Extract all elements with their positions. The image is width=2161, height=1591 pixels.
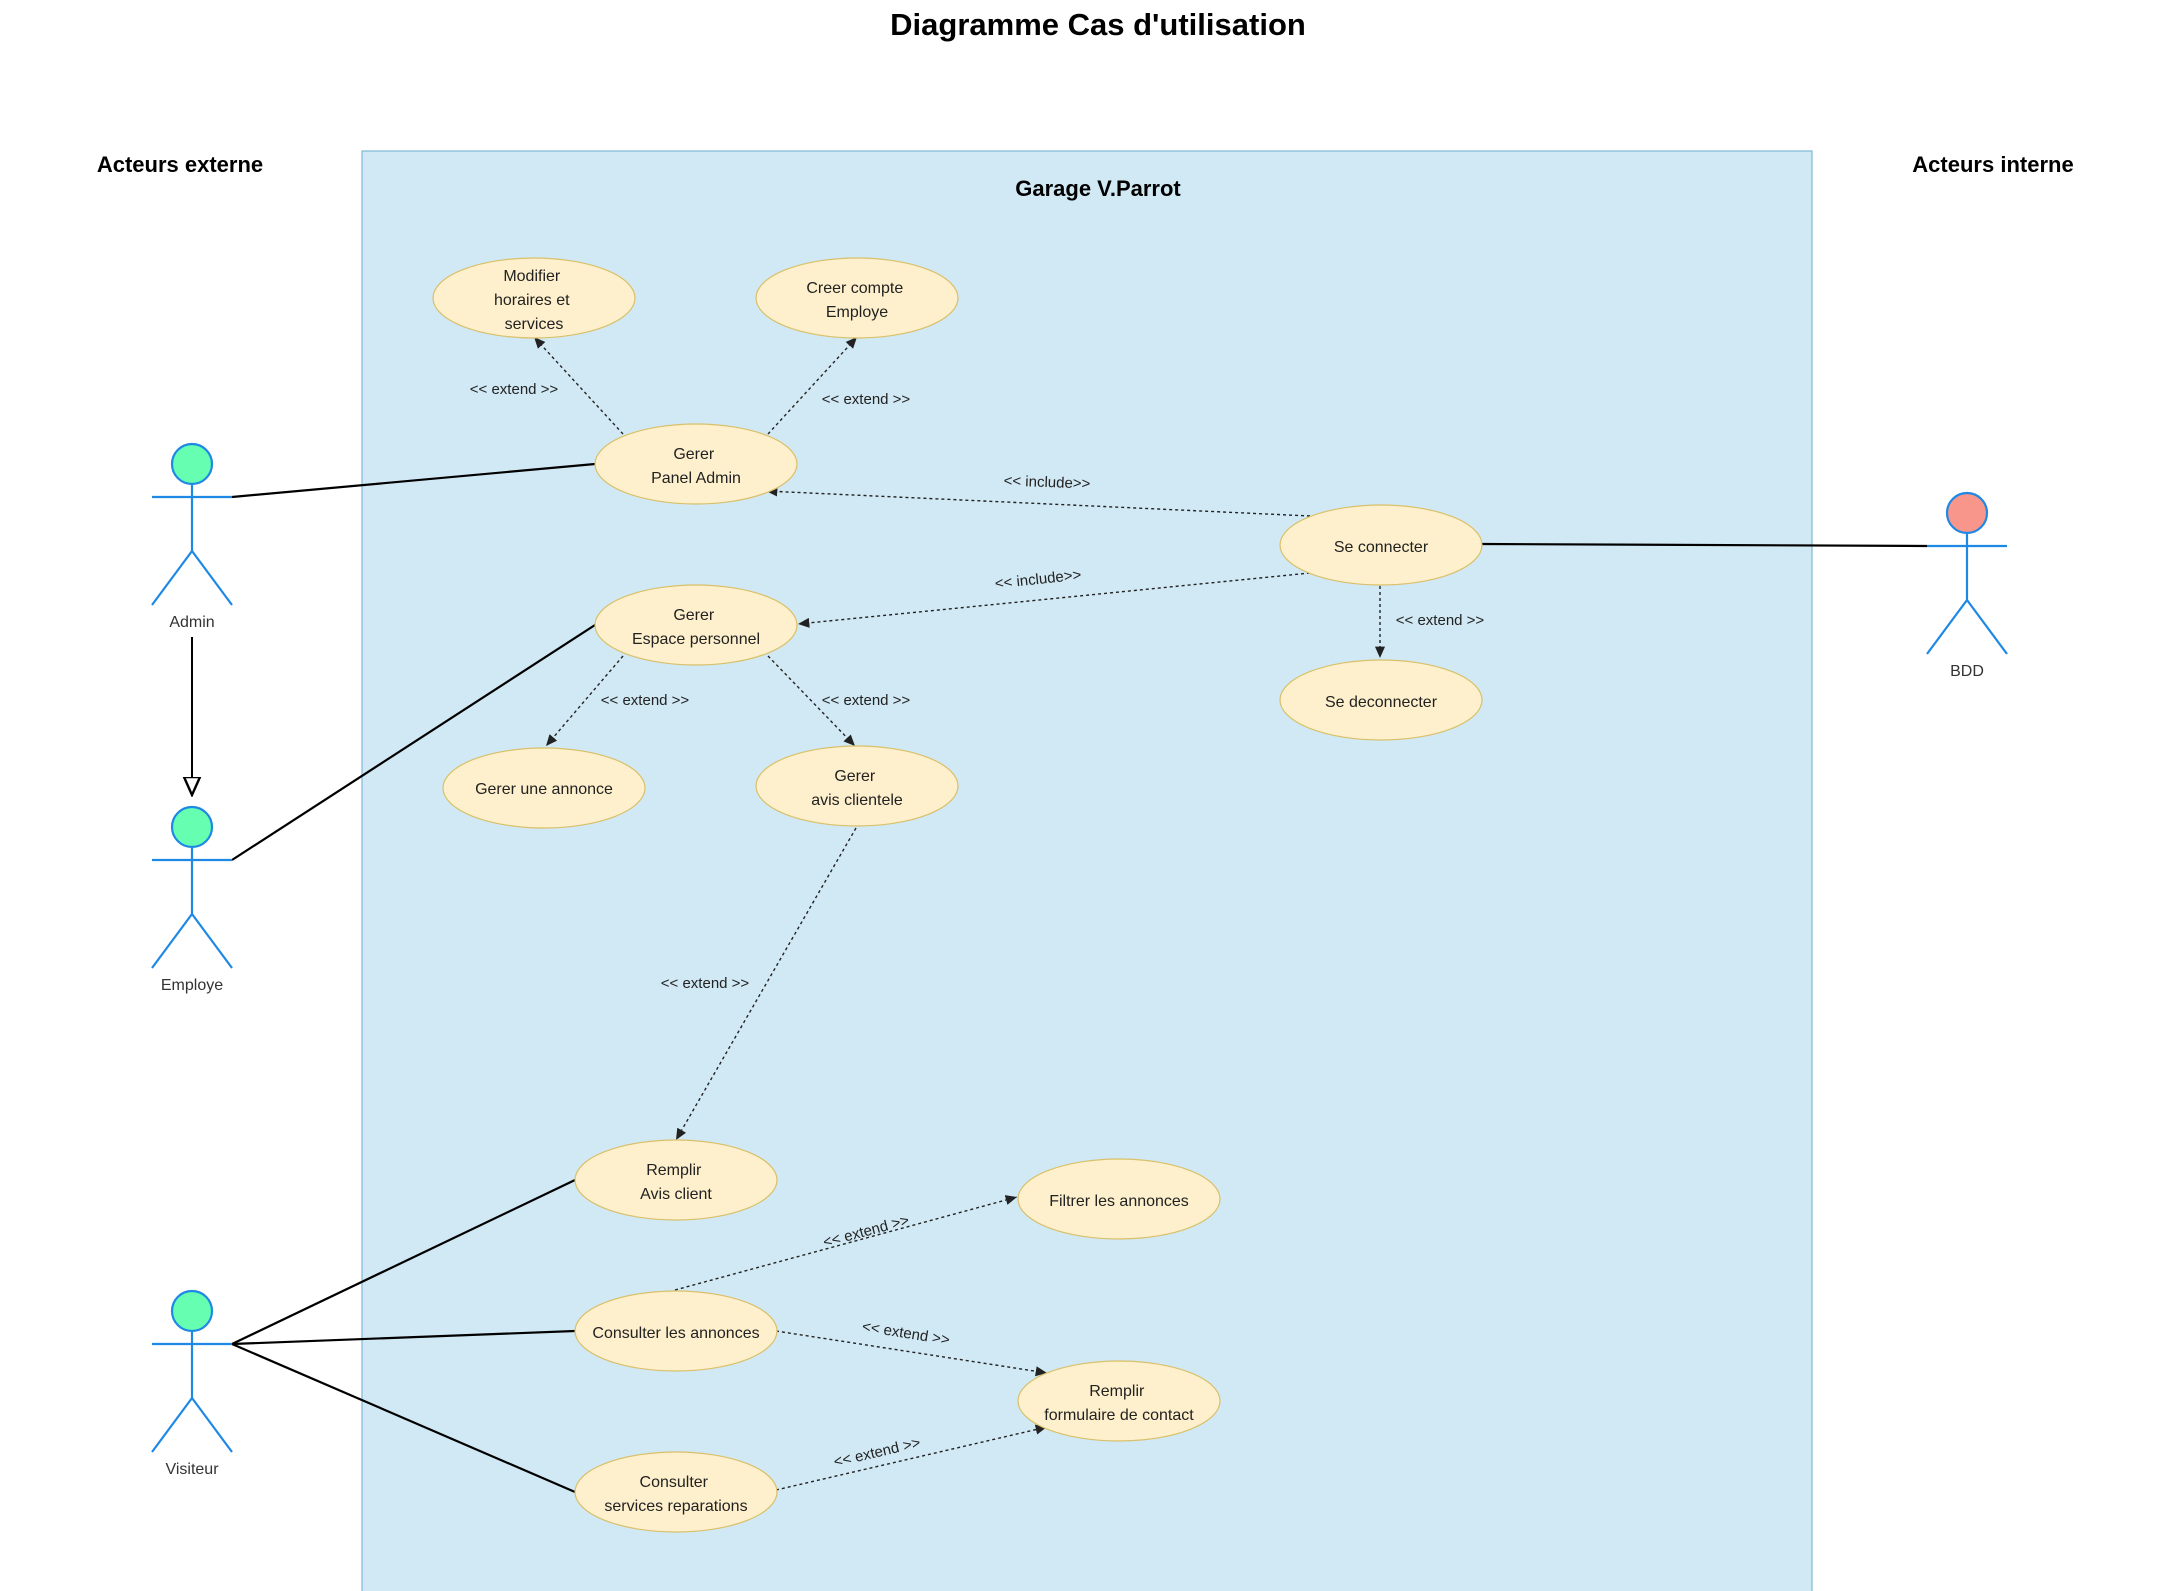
use-case-line: Employe [826,304,888,321]
label-extend: << extend >> [822,692,911,709]
svg-text:Gerer avis clientele: Gerer avis clientele [811,768,903,809]
svg-text:Gerer une annonce: Gerer une annonce [475,781,613,798]
use-case-line: horaires et [494,292,570,309]
association-connecter-bdd [1481,542,1928,548]
actor-bdd[interactable]: BDD [1926,491,2008,680]
svg-text:Se connecter: Se connecter [1334,539,1429,556]
actor-visiteur[interactable]: Visiteur [151,1289,233,1478]
svg-text:Consulter services repar: Consulter services reparations [604,1474,747,1515]
use-case-line: Gerer [673,446,715,463]
use-case-line: Creer compte [806,280,903,297]
use-case-consulter-annonces[interactable]: Consulter les annonces [574,1290,778,1372]
association-admin-panel [231,462,596,499]
svg-text:Gerer Espace personnel: Gerer Espace personnel [632,607,760,648]
svg-text:Remplir Avis client: Remplir Avis client [640,1162,712,1203]
use-case-gerer-panel[interactable]: Gerer Panel Admin [594,423,798,505]
use-case-gerer-annonce[interactable]: Gerer une annonce [442,747,646,829]
use-case-remplir-avis[interactable]: Remplir Avis client [574,1139,778,1221]
svg-text:Consulter les annonces: Consulter les annonces [592,1325,759,1342]
label-extend: << extend >> [661,975,750,992]
use-case-line: Consulter les annonces [592,1325,759,1342]
use-case-line: Consulter [640,1474,709,1491]
use-case-gerer-avis[interactable]: Gerer avis clientele [755,745,959,827]
association-visiteur-services [231,1342,576,1494]
use-case-line: Remplir [646,1162,702,1179]
use-case-line: Remplir [1089,1383,1145,1400]
use-case-gerer-espace[interactable]: Gerer Espace personnel [594,584,798,666]
extend-panel-horaires [533,336,624,435]
svg-text:Modifier horaires et: Modifier horaires et services [494,268,574,333]
use-case-line: formulaire de contact [1044,1407,1194,1424]
actor-head [1945,491,1989,535]
use-case-line: services reparations [604,1498,747,1515]
svg-text:Se deconnecter: Se deconnecter [1325,694,1438,711]
extend-panel-compte [767,336,858,435]
actor-employe[interactable]: Employe [151,805,233,994]
actor-name: Visiteur [165,1461,219,1478]
association-visiteur-avis [231,1179,576,1345]
use-case-line: Se connecter [1334,539,1429,556]
diagram-title: Diagramme Cas d'utilisation [890,7,1306,42]
svg-text:Creer compte Employe: Creer compte Employe [806,280,907,321]
label-extend: << extend >> [822,391,911,408]
use-case-line: Gerer une annonce [475,781,613,798]
extend-services-formulaire [775,1424,1048,1491]
dependencies [533,336,1386,1491]
label-extend: << extend >> [1396,612,1485,629]
use-case-se-deconnecter[interactable]: Se deconnecter [1279,659,1483,741]
svg-text:Remplir formulaire de co: Remplir formulaire de contact [1044,1383,1194,1424]
use-case-line: Modifier [503,268,561,285]
extend-espace-annonce [545,655,624,747]
svg-text:Gerer Panel Admin: Gerer Panel Admin [651,446,741,487]
extend-annonces-formulaire [775,1330,1048,1377]
association-employe-espace [231,624,596,861]
use-case-line: Gerer [834,768,876,785]
label-extend: << extend >> [470,381,559,398]
include-connecter-panel [765,486,1311,517]
svg-text:Filtrer les annonces: Filtrer les annonces [1049,1193,1189,1210]
external-actors-heading: Acteurs externe [97,152,263,177]
use-case-line: avis clientele [811,792,903,809]
system-name: Garage V.Parrot [1015,176,1181,201]
use-case-creer-compte[interactable]: Creer compte Employe [755,257,959,339]
associations [231,462,1928,1494]
extend-annonces-filtrer [674,1195,1018,1291]
use-case-line: Se deconnecter [1325,694,1438,711]
use-case-remplir-formulaire[interactable]: Remplir formulaire de contact [1017,1360,1221,1442]
actor-admin[interactable]: Admin [151,442,233,631]
label-extend: << extend >> [601,692,690,709]
use-case-line: Espace personnel [632,631,760,648]
extend-avis-remplir [675,827,857,1141]
internal-actors-heading: Acteurs interne [1912,152,2073,177]
actor-name: Admin [169,614,214,631]
use-case-line: Filtrer les annonces [1049,1193,1189,1210]
actor-head [170,1289,214,1333]
use-case-consulter-services[interactable]: Consulter services reparations [574,1451,778,1533]
use-case-line: services [505,316,564,333]
use-case-line: Avis client [640,1186,712,1203]
association-visiteur-annonces [231,1329,576,1346]
actor-name: Employe [161,977,223,994]
label-include: << include>> [1003,472,1091,492]
use-case-filtrer-annonces[interactable]: Filtrer les annonces [1017,1158,1221,1240]
use-case-se-connecter[interactable]: Se connecter [1279,504,1483,586]
include-connecter-espace [797,572,1311,628]
actor-head [170,442,214,486]
actor-head [170,805,214,849]
actor-name: BDD [1950,663,1984,680]
extend-espace-avis [767,655,856,747]
use-case-line: Panel Admin [651,470,741,487]
use-case-line: Gerer [673,607,715,624]
use-case-modifier-horaires[interactable]: Modifier horaires et services [432,257,636,339]
